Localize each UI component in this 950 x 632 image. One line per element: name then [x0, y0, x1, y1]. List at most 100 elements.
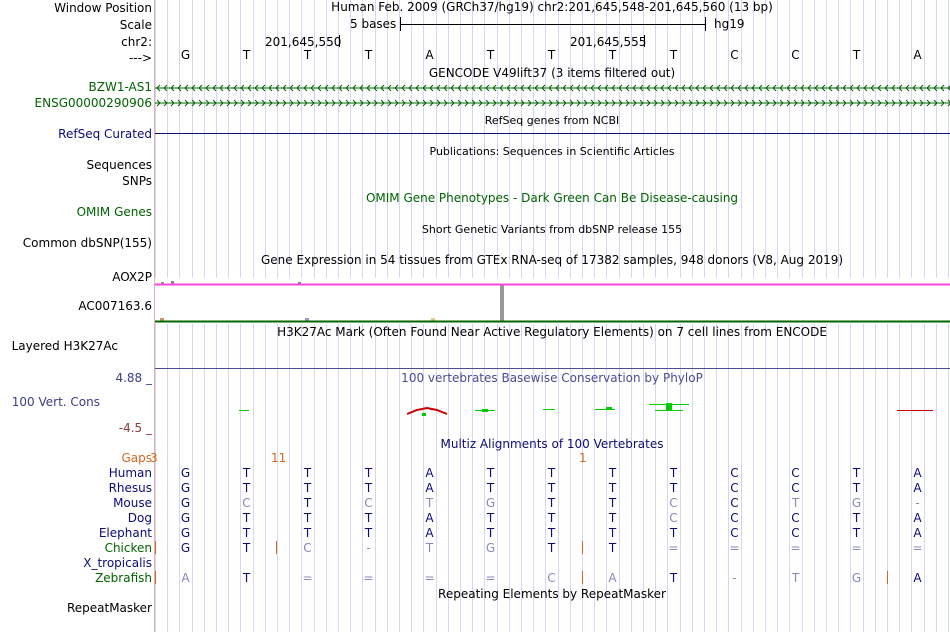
alignment-base: = — [363, 571, 374, 585]
alignment-base: T — [242, 571, 251, 585]
repeatmasker-track-title[interactable]: Repeating Elements by RepeatMasker — [438, 587, 666, 601]
alignment-base: C — [730, 466, 739, 480]
alignment-base: T — [425, 496, 434, 510]
species-label-x_tropicalis[interactable]: X_tropicalis — [83, 556, 152, 570]
strand-arrow-minus — [653, 84, 658, 92]
omim-genes-label[interactable]: OMIM Genes — [76, 205, 152, 219]
alignment-base: T — [669, 466, 678, 480]
gencode-gene-features[interactable] — [155, 80, 950, 110]
strand-arrow-plus — [443, 99, 448, 107]
gencode-track-title[interactable]: GENCODE V49lift37 (3 items filtered out) — [428, 66, 676, 80]
omim-track-title[interactable]: OMIM Gene Phenotypes - Dark Green Can Be… — [365, 191, 739, 205]
species-label-human[interactable]: Human — [108, 466, 152, 480]
alignment-base: T — [425, 541, 434, 555]
alignment-base: C — [242, 496, 251, 510]
strand-arrow-minus — [226, 84, 231, 92]
strand-arrow-minus — [835, 84, 840, 92]
gap-marker — [276, 541, 277, 554]
strand-arrow-plus — [478, 99, 483, 107]
strand-arrow-label[interactable]: ---> — [128, 51, 152, 65]
strand-arrow-plus — [898, 99, 903, 107]
strand-arrow-minus — [387, 84, 392, 92]
repeatmasker-label[interactable]: RepeatMasker — [66, 601, 152, 615]
strand-arrow-minus — [184, 84, 189, 92]
window-position-label[interactable]: Window Position — [54, 1, 152, 15]
species-label-elephant[interactable]: Elephant — [98, 526, 152, 540]
track-data-area[interactable]: Human Feb. 2009 (GRCh37/hg19) chr2:201,6… — [150, 0, 950, 632]
scale-label[interactable]: Scale — [119, 18, 152, 32]
multiz-track-title[interactable]: Multiz Alignments of 100 Vertebrates — [440, 437, 664, 451]
gencode-item-bzw1-as1[interactable]: BZW1-AS1 — [88, 80, 152, 94]
base-letter: T — [669, 48, 678, 62]
gtex-track-title[interactable]: Gene Expression in 54 tissues from GTEx … — [260, 253, 844, 267]
strand-arrow-plus — [723, 99, 728, 107]
strand-arrow-plus — [926, 99, 931, 107]
strand-arrow-plus — [681, 99, 686, 107]
strand-arrow-plus — [583, 99, 588, 107]
phylop-conservation-graph[interactable] — [155, 398, 950, 422]
strand-arrow-plus — [205, 99, 210, 107]
species-label-mouse[interactable]: Mouse — [113, 496, 152, 510]
chrom-label[interactable]: chr2: — [121, 35, 152, 49]
strand-arrow-minus — [240, 84, 245, 92]
refseq-feature-line[interactable] — [155, 133, 950, 134]
strand-arrow-minus — [177, 84, 182, 92]
gencode-strand-arrows-minus — [156, 84, 950, 92]
strand-arrow-plus — [212, 99, 217, 107]
strand-arrow-plus — [527, 99, 532, 107]
alignment-base: T — [852, 526, 861, 540]
strand-arrow-plus — [359, 99, 364, 107]
strand-arrow-minus — [709, 84, 714, 92]
h3k27ac-track-title[interactable]: H3K27Ac Mark (Often Found Near Active Re… — [277, 325, 827, 339]
strand-arrow-minus — [737, 84, 742, 92]
strand-arrow-plus — [779, 99, 784, 107]
strand-arrow-plus — [331, 99, 336, 107]
strand-arrow-minus — [534, 84, 539, 92]
species-label-zebrafish[interactable]: Zebrafish — [95, 571, 152, 585]
phylop-track-title[interactable]: 100 vertebrates Basewise Conservation by… — [401, 371, 703, 385]
dbsnp-track-title[interactable]: Short Genetic Variants from dbSNP releas… — [421, 223, 683, 236]
gencode-item-ensg00000290906[interactable]: ENSG00000290906 — [34, 96, 152, 110]
strand-arrow-plus — [226, 99, 231, 107]
gtex-gene-ac007163-label[interactable]: AC007163.6 — [78, 299, 152, 313]
strand-arrow-minus — [807, 84, 812, 92]
base-letter: T — [547, 48, 556, 62]
strand-arrow-minus — [632, 84, 637, 92]
alignment-base: = — [424, 571, 435, 585]
refseq-track-title[interactable]: RefSeq genes from NCBI — [484, 114, 620, 127]
h3k27ac-baseline — [155, 368, 950, 369]
gtex-gene-aox2p-label[interactable]: AOX2P — [112, 270, 152, 284]
strand-arrow-plus — [702, 99, 707, 107]
h3k27ac-label[interactable]: Layered H3K27Ac — [11, 339, 118, 353]
base-letter: T — [303, 48, 312, 62]
coord-tick-550 — [339, 35, 340, 47]
dbsnp-label[interactable]: Common dbSNP(155) — [22, 236, 152, 250]
species-label-chicken[interactable]: Chicken — [104, 541, 152, 555]
strand-arrow-plus — [513, 99, 518, 107]
refseq-curated-label[interactable]: RefSeq Curated — [58, 127, 152, 141]
strand-arrow-minus — [849, 84, 854, 92]
strand-arrow-plus — [660, 99, 665, 107]
snps-label[interactable]: SNPs — [122, 174, 152, 188]
alignment-base: = — [485, 571, 496, 585]
multiz-gaps-label[interactable]: Gaps — [121, 451, 152, 465]
alignment-base: T — [852, 481, 861, 495]
strand-arrow-minus — [681, 84, 686, 92]
species-label-rhesus[interactable]: Rhesus — [108, 481, 152, 495]
window-position-text: Human Feb. 2009 (GRCh37/hg19) chr2:201,6… — [331, 0, 773, 14]
publications-track-title[interactable]: Publications: Sequences in Scientific Ar… — [429, 145, 675, 158]
strand-arrow-plus — [268, 99, 273, 107]
strand-arrow-plus — [254, 99, 259, 107]
strand-arrow-plus — [856, 99, 861, 107]
alignment-base: C — [303, 541, 312, 555]
strand-arrow-minus — [800, 84, 805, 92]
scale-bar-tick-right — [705, 17, 706, 31]
publications-sequences-label[interactable]: Sequences — [86, 158, 152, 172]
strand-arrow-plus — [569, 99, 574, 107]
species-label-dog[interactable]: Dog — [127, 511, 152, 525]
phylop-label[interactable]: 100 Vert. Cons — [11, 395, 100, 409]
strand-arrow-minus — [772, 84, 777, 92]
alignment-base: - — [366, 541, 371, 555]
coord-label-550: 201,645,550 — [265, 35, 342, 49]
gtex-expression-graph[interactable] — [155, 278, 950, 324]
